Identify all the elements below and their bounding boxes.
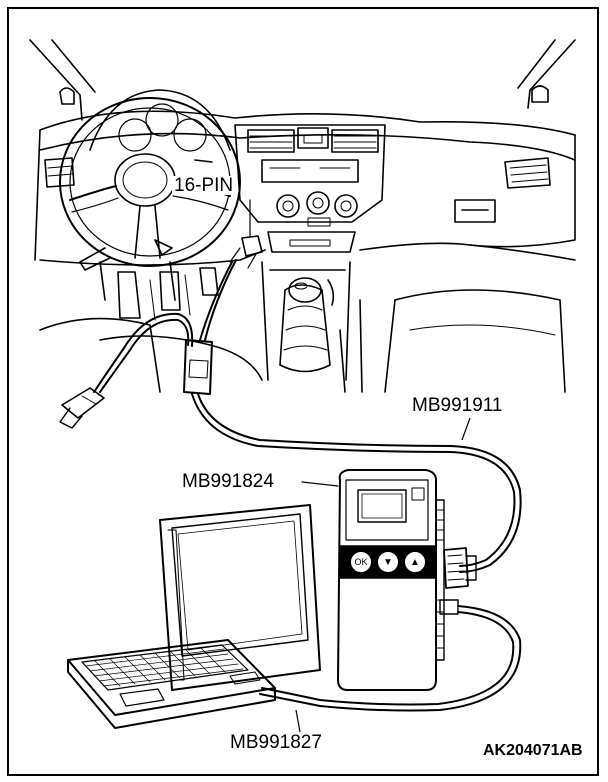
- vci-cable-connector: [443, 547, 469, 589]
- vci-button-ok: OK: [350, 551, 372, 573]
- passenger-seat: [394, 289, 566, 393]
- vci-leader: [301, 481, 339, 487]
- vci-usb-port: [439, 599, 459, 615]
- connector-label: 16-PIN: [172, 175, 236, 196]
- splitter-box: [183, 339, 213, 395]
- right-vent: [504, 157, 551, 189]
- dashboard-top: [39, 110, 576, 136]
- figure-code: AK204071AB: [483, 742, 583, 759]
- driver-seat: [39, 317, 161, 393]
- vci-button-up: ▲: [404, 551, 426, 573]
- laptop: [67, 504, 321, 729]
- vci-display: [357, 489, 407, 523]
- left-a-pillar: [29, 39, 83, 121]
- brake-pedal: [159, 271, 181, 311]
- cable-label-mb991827: MB991827: [230, 732, 322, 753]
- vci-device: [337, 469, 477, 691]
- right-a-pillar: [527, 39, 576, 109]
- radio-panel: [261, 159, 359, 183]
- center-stack: [234, 124, 386, 223]
- shift-boot: [279, 284, 331, 373]
- center-console: [261, 261, 351, 381]
- gas-pedal: [199, 267, 219, 296]
- vci-label-mb991824: MB991824: [182, 471, 274, 492]
- cable-mb991827: [259, 605, 522, 712]
- obd-plug: [61, 387, 105, 419]
- car-interior: [29, 39, 576, 393]
- diagnostic-connector: [229, 199, 263, 269]
- glovebox-latch: [454, 199, 496, 223]
- vci-button-down: ▼: [377, 551, 399, 573]
- cable-mb991911: [59, 259, 522, 573]
- clutch-pedal: [117, 271, 141, 319]
- cable-label-mb991911: MB991911: [412, 395, 503, 416]
- shift-knob: [288, 277, 322, 303]
